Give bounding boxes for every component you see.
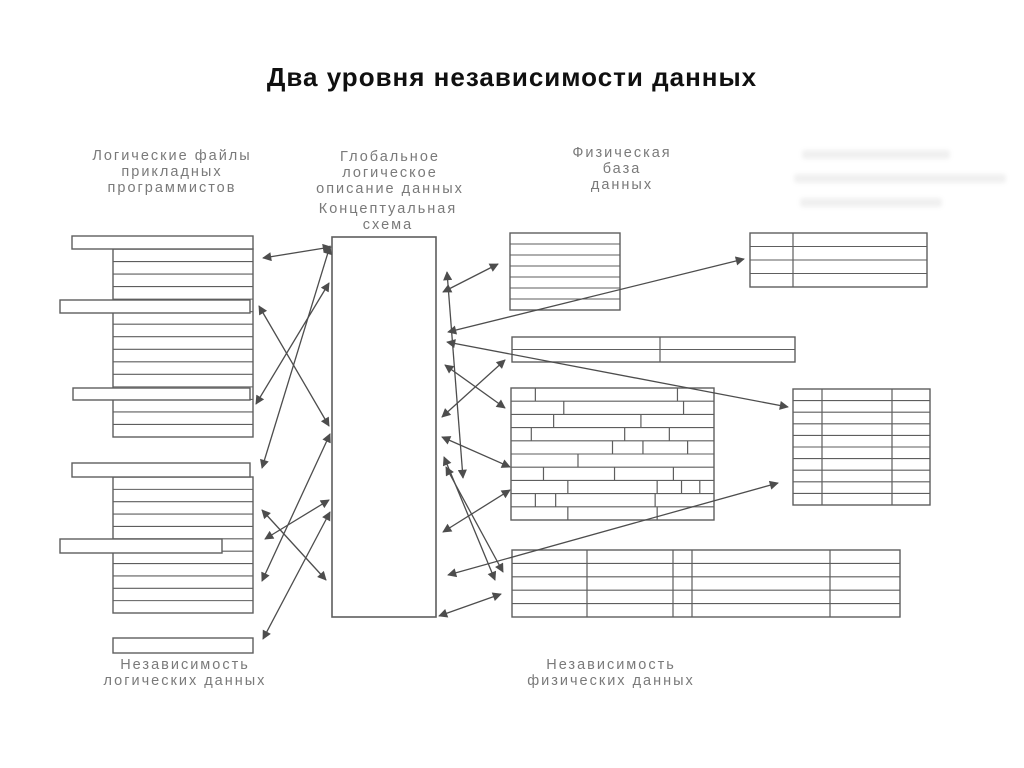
logical-file-tab-2	[59, 299, 251, 314]
physical-table-4	[792, 388, 931, 506]
scan-artifact	[802, 150, 950, 159]
mapping-arrow	[261, 433, 331, 582]
label-physical-data-independence: Независимость физических данных	[527, 657, 695, 689]
mapping-arrow	[260, 245, 332, 469]
scan-artifact	[800, 198, 942, 207]
logical-file-single-bar	[112, 637, 254, 654]
mapping-arrow	[261, 509, 327, 581]
mapping-arrow	[445, 466, 504, 573]
logical-file-tab-1	[71, 235, 254, 250]
label-physical-database: Физическая база данных	[572, 145, 672, 193]
physical-table-3	[511, 336, 796, 363]
logical-file-tab-5	[59, 538, 223, 554]
mapping-arrow	[446, 339, 789, 410]
physical-table-1	[509, 232, 621, 311]
mapping-arrow	[447, 256, 745, 335]
mapping-arrow	[441, 436, 511, 468]
mapping-arrow	[443, 271, 467, 479]
logical-file-stack-1	[112, 248, 254, 438]
mapping-arrow	[441, 359, 506, 418]
physical-bricks	[510, 387, 715, 521]
label-conceptual-schema: Концептуальная схема	[318, 201, 458, 233]
mapping-arrow	[447, 480, 779, 578]
mapping-arrow	[255, 282, 330, 405]
physical-table-5	[511, 549, 901, 618]
diagram-shapes	[59, 232, 931, 654]
label-logical-data-independence: Независимость логических данных	[103, 657, 267, 689]
mapping-arrow	[442, 489, 511, 533]
logical-file-tab-3	[72, 387, 251, 401]
label-logical-files: Логические файлы прикладных программисто…	[92, 148, 252, 196]
logical-file-tab-4	[71, 462, 251, 478]
label-global-logical-description: Глобальное логическое описание данных	[316, 149, 464, 197]
physical-table-2	[749, 232, 928, 288]
mapping-arrow	[258, 305, 330, 427]
page-title: Два уровня независимости данных	[266, 62, 758, 92]
mapping-arrow	[262, 511, 331, 640]
scan-artifact	[794, 174, 1006, 183]
mapping-arrows	[255, 243, 789, 640]
mapping-arrow	[442, 456, 497, 581]
conceptual-schema-box	[331, 236, 437, 618]
mapping-arrow	[438, 592, 502, 618]
mapping-arrow	[262, 243, 332, 262]
mapping-arrow	[442, 263, 499, 293]
